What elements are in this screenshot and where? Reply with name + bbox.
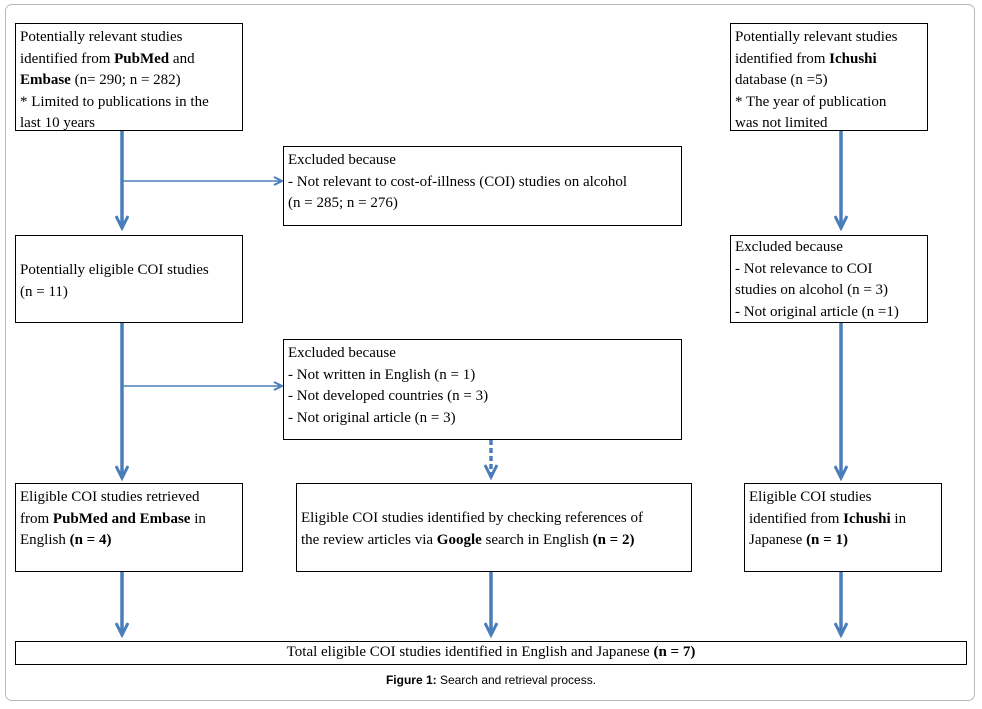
box-line: the review articles via Google search in… (301, 531, 635, 548)
figure-caption: Figure 1: Search and retrieval process. (0, 673, 982, 687)
box-line: Excluded because (288, 152, 396, 168)
caption-text: Search and retrieval process. (436, 673, 597, 687)
box-pubmed-embase: Potentially relevant studies identified … (15, 23, 243, 131)
box-line: English (n = 4) (20, 532, 112, 548)
box-line: identified from PubMed and (20, 50, 195, 67)
box-line: * Limited to publications in the (20, 93, 209, 110)
box-line: was not limited (735, 115, 828, 131)
box-line: Potentially relevant studies (735, 29, 898, 45)
box-eligible-google: Eligible COI studies identified by check… (296, 483, 692, 572)
box-eligible-pubmed-embase: Eligible COI studies retrieved from PubM… (15, 483, 243, 572)
box-total: Total eligible COI studies identified in… (15, 641, 967, 665)
box-line: Potentially relevant studies (20, 29, 183, 45)
box-line: (n = 11) (20, 283, 68, 300)
box-line: Total eligible COI studies identified in… (286, 644, 696, 660)
box-line: - Not original article (n = 3) (288, 409, 456, 426)
box-excluded-criteria: Excluded because - Not written in Englis… (283, 339, 682, 440)
caption-label: Figure 1: (385, 673, 437, 687)
box-line: Eligible COI studies (749, 489, 872, 505)
box-line: last 10 years (20, 115, 95, 131)
box-excluded-japanese: Excluded because - Not relevance to COI … (730, 235, 928, 323)
box-excluded-not-relevant: Excluded because - Not relevant to cost-… (283, 146, 682, 226)
box-line: Eligible COI studies retrieved (20, 489, 200, 505)
box-line: - Not relevant to cost-of-illness (COI) … (288, 173, 628, 190)
box-line: - Not relevance to COI (735, 260, 873, 277)
box-line: - Not developed countries (n = 3) (288, 388, 489, 404)
box-line: from PubMed and Embase in (20, 510, 206, 527)
box-line: * The year of publication (735, 93, 887, 110)
box-line: identified from Ichushi (735, 50, 877, 67)
figure-frame (5, 4, 975, 701)
box-line: Eligible COI studies identified by check… (301, 510, 643, 526)
box-line: Japanese (n = 1) (749, 532, 848, 548)
box-line: Excluded because (735, 239, 843, 255)
box-line: database (n =5) (735, 72, 828, 88)
box-line: studies on alcohol (n = 3) (735, 282, 889, 298)
box-line: (n = 285; n = 276) (288, 195, 398, 211)
box-line: Potentially eligible COI studies (20, 262, 209, 278)
box-line: - Not written in English (n = 1) (288, 366, 476, 383)
box-line: Excluded because (288, 345, 396, 361)
box-line: Embase (n= 290; n = 282) (20, 72, 181, 88)
box-eligible-ichushi: Eligible COI studies identified from Ich… (744, 483, 942, 572)
box-line: identified from Ichushi in (749, 510, 907, 527)
box-potentially-eligible: Potentially eligible COI studies (n = 11… (15, 235, 243, 323)
box-line: - Not original article (n =1) (735, 303, 899, 320)
box-ichushi: Potentially relevant studies identified … (730, 23, 928, 131)
